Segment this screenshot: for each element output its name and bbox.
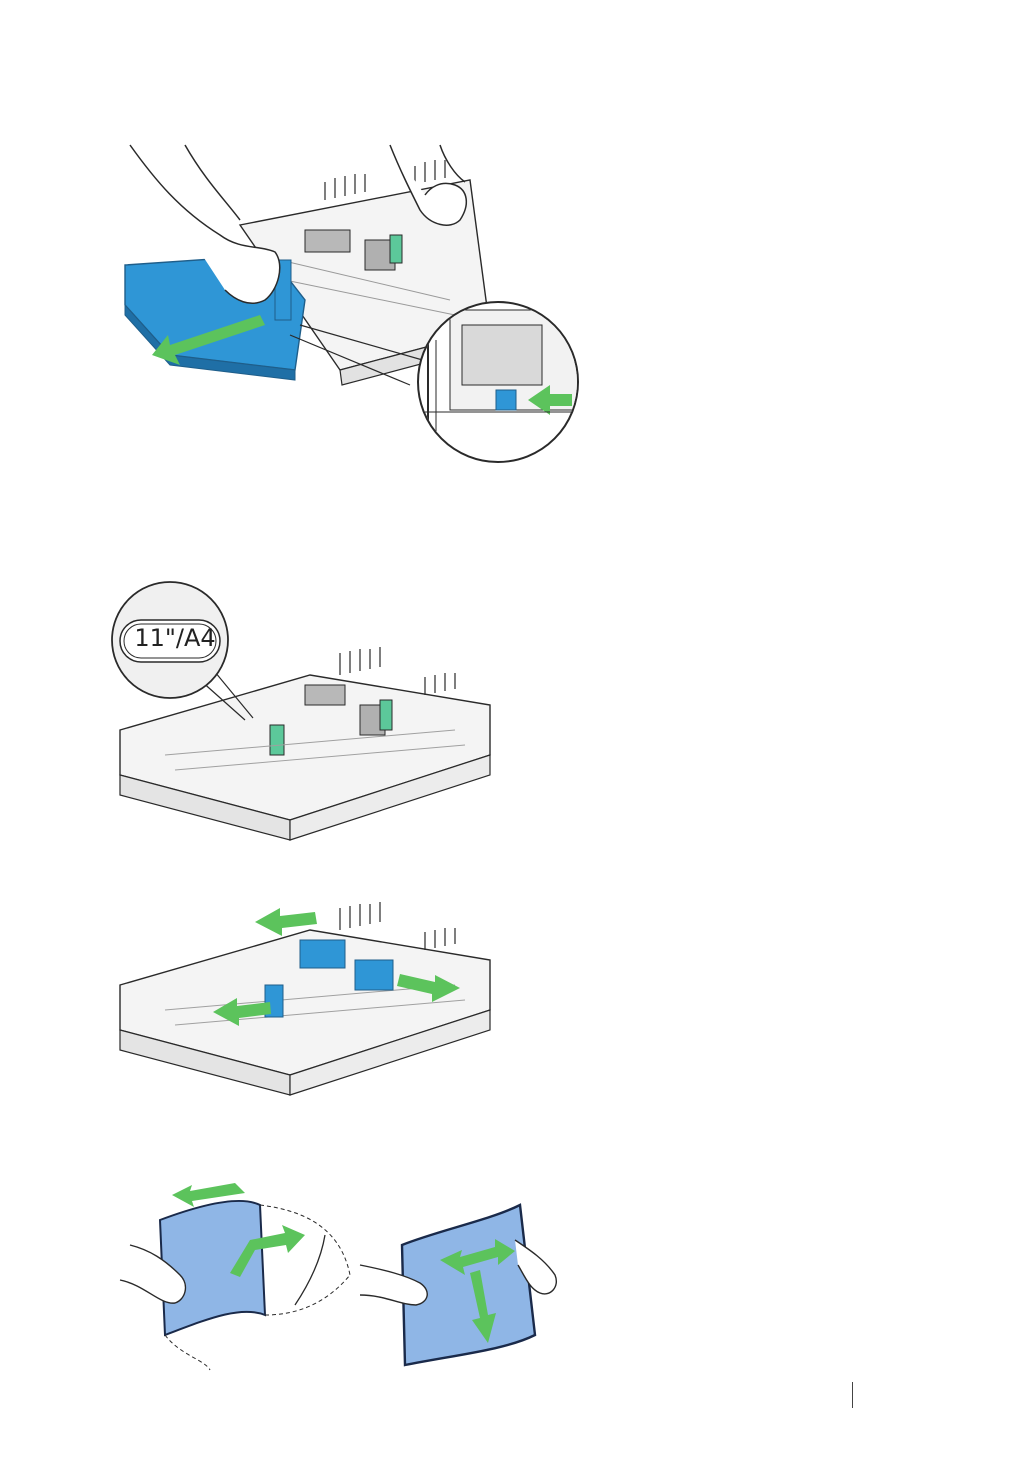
tray-extend-illustration — [110, 140, 590, 465]
figure-guides-slide — [105, 880, 505, 1100]
paper-fan-illustration — [110, 1165, 570, 1375]
size-mark-label: 11"/A4 — [125, 624, 225, 652]
length-guide — [300, 940, 345, 968]
figure-paper-fan — [110, 1165, 570, 1375]
width-guide-right — [355, 960, 393, 990]
figure-size-mark: 11"/A4 — [105, 580, 505, 850]
size-mark-illustration — [105, 580, 505, 850]
guides-slide-illustration — [105, 880, 505, 1100]
figure-tray-extend — [110, 140, 590, 465]
footer-divider — [852, 1382, 853, 1408]
